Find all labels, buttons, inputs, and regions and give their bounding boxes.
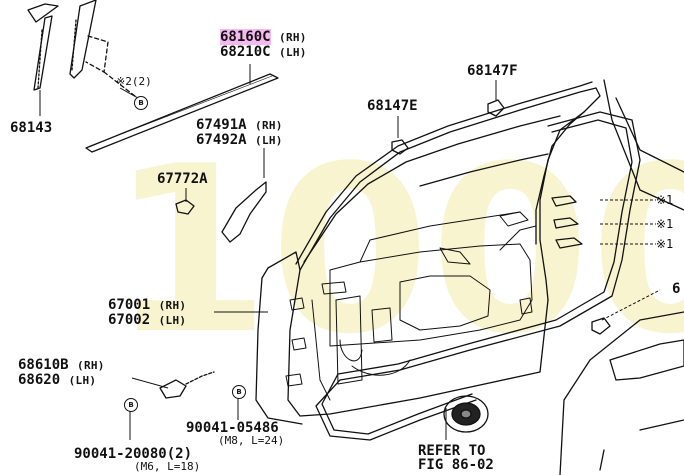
bolt-icon: B bbox=[134, 96, 148, 110]
part-number-68610b: 68610B bbox=[18, 357, 69, 373]
part-number-67492a: 67492A bbox=[196, 132, 247, 148]
label-68210-lh: 68210C (LH) bbox=[220, 45, 307, 59]
label-right-mark-1: ※1 bbox=[656, 193, 674, 207]
bolt-icon: B bbox=[232, 385, 246, 399]
label-67772a: 67772A bbox=[157, 171, 208, 187]
label-90041-05486-spec: (M8, L=24) bbox=[218, 434, 285, 447]
side-lh: (LH) bbox=[255, 134, 283, 147]
part-number-68620: 68620 bbox=[18, 372, 61, 388]
label-67492-lh: 67492A (LH) bbox=[196, 133, 283, 147]
label-90041-05486: 90041-05486 bbox=[186, 420, 279, 436]
clip-part-68147f bbox=[487, 99, 505, 117]
side-rh: (RH) bbox=[255, 119, 283, 132]
label-68610-rh: 68610B (RH) bbox=[18, 358, 105, 372]
watermark-text: 1000j bbox=[110, 118, 684, 385]
label-refer-line1: REFER TO bbox=[418, 443, 486, 459]
inner-door-panel bbox=[285, 211, 537, 401]
bolt-part-67001 bbox=[591, 317, 611, 335]
label-68620-lh: 68620 (LH) bbox=[18, 373, 96, 387]
side-lh: (LH) bbox=[68, 374, 97, 387]
label-68147e: 68147E bbox=[367, 98, 418, 114]
label-right-mark-3: ※1 bbox=[656, 237, 674, 251]
bolt-icon: B bbox=[124, 398, 138, 412]
door-frame-part bbox=[255, 81, 601, 425]
clip-part-right-1 bbox=[551, 195, 577, 207]
clip-part-67772 bbox=[175, 199, 195, 215]
label-90041-20080: 90041-20080(2) bbox=[74, 446, 193, 462]
label-68143: 68143 bbox=[10, 120, 53, 136]
belt-moulding-part bbox=[85, 73, 279, 153]
label-67491-rh: 67491A (RH) bbox=[196, 118, 283, 132]
side-lh: (LH) bbox=[158, 314, 187, 327]
label-67001-rh: 67001 (RH) bbox=[108, 298, 186, 312]
clip-part-right-2 bbox=[553, 217, 579, 229]
car-body-outline bbox=[559, 79, 684, 475]
part-number-68210c: 68210C bbox=[220, 44, 271, 60]
clip-part-right-3 bbox=[555, 237, 583, 249]
leader-lines bbox=[39, 64, 661, 440]
side-rh: (RH) bbox=[279, 31, 307, 44]
label-right-mark-2: ※1 bbox=[656, 217, 674, 231]
label-refer-line2: FIG 86-02 bbox=[418, 457, 494, 473]
label-note2: ※2(2) bbox=[116, 75, 152, 88]
part-number-68160c: 68160C bbox=[220, 29, 271, 45]
part-number-67491a: 67491A bbox=[196, 117, 247, 133]
label-68147f: 68147F bbox=[467, 63, 518, 79]
part-number-67001: 67001 bbox=[108, 297, 151, 313]
side-rh: (RH) bbox=[158, 299, 187, 312]
side-lh: (LH) bbox=[279, 46, 307, 59]
label-90041-20080-spec: (M6, L=18) bbox=[134, 460, 201, 473]
label-right-edge: 6 bbox=[672, 281, 681, 297]
hinge-part-2 bbox=[185, 371, 215, 385]
label-67002-lh: 67002 (LH) bbox=[108, 313, 186, 327]
pillar-strip-part bbox=[27, 0, 141, 101]
label-68160-rh: 68160C (RH) bbox=[220, 29, 307, 45]
side-rh: (RH) bbox=[77, 359, 105, 372]
speaker-part bbox=[443, 395, 489, 433]
hinge-part bbox=[159, 379, 187, 399]
corner-trim-part bbox=[221, 181, 267, 243]
part-number-67002: 67002 bbox=[108, 312, 151, 328]
